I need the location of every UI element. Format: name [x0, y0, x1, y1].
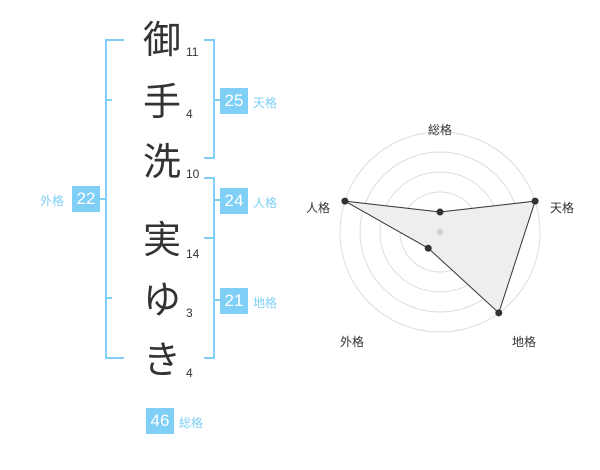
radar-center-dot [437, 229, 443, 235]
radar-label-gaikaku: 外格 [340, 334, 364, 349]
gaikaku-label: 外格 [40, 194, 65, 208]
stroke-count-6: 4 [186, 366, 193, 380]
radar-label-soukaku: 総格 [428, 122, 452, 137]
soukaku-label: 総格 [179, 416, 204, 430]
chikaku-label: 地格 [253, 296, 278, 310]
name-char-6: き [142, 338, 181, 382]
stroke-count-3: 10 [186, 167, 200, 181]
name-char-3: 洗 [142, 140, 181, 184]
radar-grid-ring [339, 131, 541, 333]
stroke-count-1: 11 [186, 45, 199, 59]
tenkaku-value-badge: 25 [220, 88, 248, 114]
stroke-count-2: 4 [186, 107, 193, 121]
jinkaku-value-badge: 24 [220, 188, 248, 214]
radar-point-gaikaku [424, 244, 432, 252]
name-char-1: 御 [142, 18, 181, 62]
soukaku-value-badge: 46 [146, 408, 174, 434]
radar-label-tenkaku: 天格 [550, 200, 574, 215]
name-char-2: 手 [142, 80, 181, 124]
gaikaku-value-badge: 22 [72, 186, 100, 212]
jinkaku-label: 人格 [253, 196, 278, 210]
tenkaku-label: 天格 [253, 96, 278, 110]
radar-point-tenkaku [531, 197, 539, 205]
radar-point-soukaku [436, 208, 444, 216]
chikaku-value-badge: 21 [220, 288, 248, 314]
radar-points [341, 197, 539, 317]
name-char-5: ゆ [142, 278, 181, 322]
radar-label-jinkaku: 人格 [306, 200, 330, 215]
radar-label-chikaku: 地格 [512, 334, 536, 349]
stroke-count-4: 14 [186, 247, 200, 261]
name-char-4: 実 [142, 218, 181, 262]
radar-point-chikaku [495, 309, 503, 317]
stroke-count-5: 3 [186, 306, 193, 320]
radar-polygon [344, 200, 536, 314]
radar-point-jinkaku [341, 197, 349, 205]
